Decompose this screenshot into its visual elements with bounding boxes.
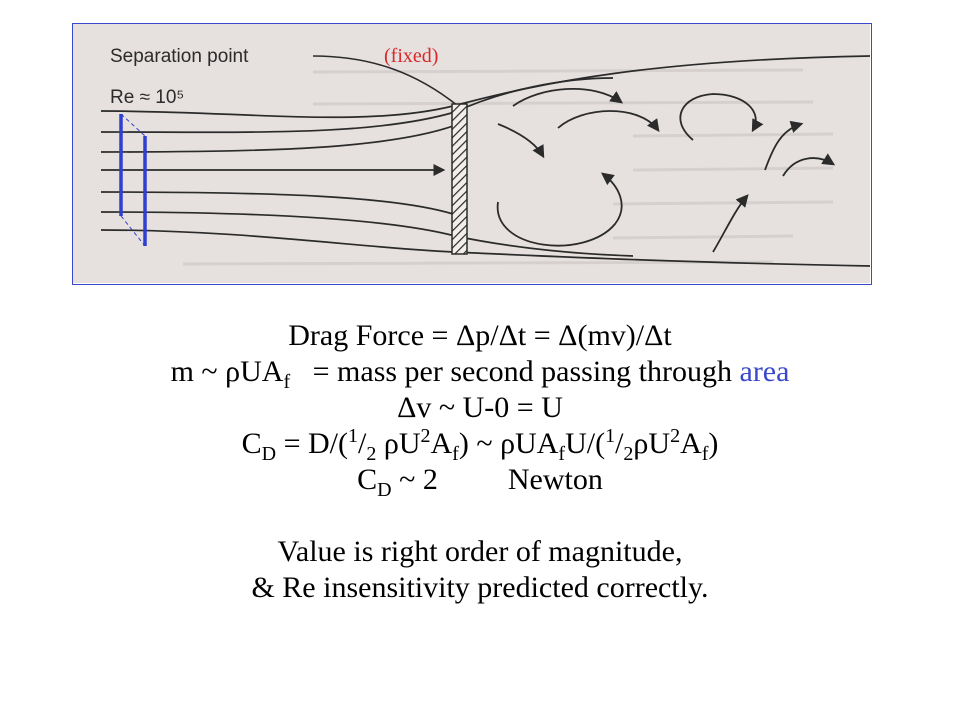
u-over: U/( bbox=[565, 427, 606, 460]
delta-symbol: Δ bbox=[455, 319, 476, 352]
fixed-label: (fixed) bbox=[384, 45, 438, 67]
c-symbol: C bbox=[357, 463, 378, 496]
subscript-d: D bbox=[261, 443, 277, 465]
subscript-two: 2 bbox=[623, 443, 634, 465]
mass-description: = mass per second passing through bbox=[290, 355, 740, 388]
rho-symbol: ρ bbox=[500, 427, 516, 460]
separation-point-label: Separation point bbox=[110, 46, 249, 67]
rho-symbol: ρ bbox=[376, 427, 399, 460]
blank-line bbox=[0, 498, 960, 534]
subscript-f: f bbox=[452, 443, 459, 465]
u-term: U bbox=[398, 427, 421, 460]
rho-symbol: ρ bbox=[633, 427, 649, 460]
superscript-two: 2 bbox=[670, 425, 681, 447]
ua-term: UA bbox=[240, 355, 284, 388]
subscript-f: f bbox=[701, 443, 709, 465]
c-symbol: C bbox=[241, 427, 262, 460]
momentum-term: (mv)/ bbox=[577, 319, 645, 352]
close-paren: ) bbox=[708, 427, 719, 460]
control-volume-lines bbox=[119, 113, 147, 247]
drag-force-equation: Drag Force = Δp/Δt = Δ(mv)/Δt bbox=[0, 318, 960, 354]
drag-coefficient-equation: CD = D/(1/2 ρU2Af) ~ ρUAfU/(1/2ρU2Af) bbox=[0, 425, 960, 465]
ua-term: UA bbox=[515, 427, 559, 460]
p-over: p/ bbox=[475, 319, 499, 352]
fraction-slash: / bbox=[357, 427, 367, 460]
a-term: A bbox=[680, 427, 702, 460]
delta-symbol: Δ bbox=[558, 319, 578, 352]
superscript-one: 1 bbox=[347, 425, 358, 447]
flow-diagram: Separation point Re ≈ 10⁵ (fixed) bbox=[73, 24, 870, 283]
t-term: t bbox=[663, 319, 672, 352]
cd-value-text: ~ 2 bbox=[391, 463, 438, 496]
subscript-f: f bbox=[283, 371, 291, 393]
superscript-one: 1 bbox=[605, 425, 616, 447]
superscript-two: 2 bbox=[420, 425, 431, 447]
t-equals: t = bbox=[517, 319, 559, 352]
cd-sim: ) ~ bbox=[458, 427, 501, 460]
fraction-slash: / bbox=[615, 427, 624, 460]
mass-flow-equation: m ~ ρUAf = mass per second passing throu… bbox=[0, 354, 960, 393]
delta-symbol: Δ bbox=[644, 319, 664, 352]
reynolds-number-label: Re ≈ 10⁵ bbox=[110, 87, 184, 108]
flow-separation-figure: Separation point Re ≈ 10⁵ (fixed) bbox=[72, 23, 872, 285]
drag-prefix: Drag Force = bbox=[288, 319, 456, 352]
m-sim: m ~ bbox=[170, 355, 226, 388]
subscript-f: f bbox=[558, 443, 566, 465]
area-word: area bbox=[739, 355, 790, 388]
subscript-d: D bbox=[377, 479, 392, 501]
u-term: U bbox=[648, 427, 671, 460]
a-term: A bbox=[430, 427, 453, 460]
velocity-change-text: v ~ U-0 = U bbox=[416, 391, 563, 424]
rho-symbol: ρ bbox=[225, 355, 241, 388]
formula-block: Drag Force = Δp/Δt = Δ(mv)/Δt m ~ ρUAf =… bbox=[0, 318, 960, 606]
separation-leader-line bbox=[312, 55, 459, 107]
faint-bleed-through bbox=[182, 68, 834, 266]
drag-coefficient-value: CD ~ 2 Newton bbox=[0, 462, 960, 501]
eddies bbox=[497, 87, 836, 253]
fixed-plate bbox=[451, 103, 468, 255]
delta-symbol: Δ bbox=[397, 391, 417, 424]
newton-label: Newton bbox=[507, 463, 603, 496]
subscript-two: 2 bbox=[366, 443, 377, 465]
velocity-change-equation: Δv ~ U-0 = U bbox=[0, 390, 960, 426]
conclusion-line-2: & Re insensitivity predicted correctly. bbox=[251, 571, 709, 604]
delta-symbol: Δ bbox=[498, 319, 518, 352]
conclusion-line-1: Value is right order of magnitude, bbox=[277, 535, 683, 568]
cd-equals: = D/( bbox=[276, 427, 348, 460]
